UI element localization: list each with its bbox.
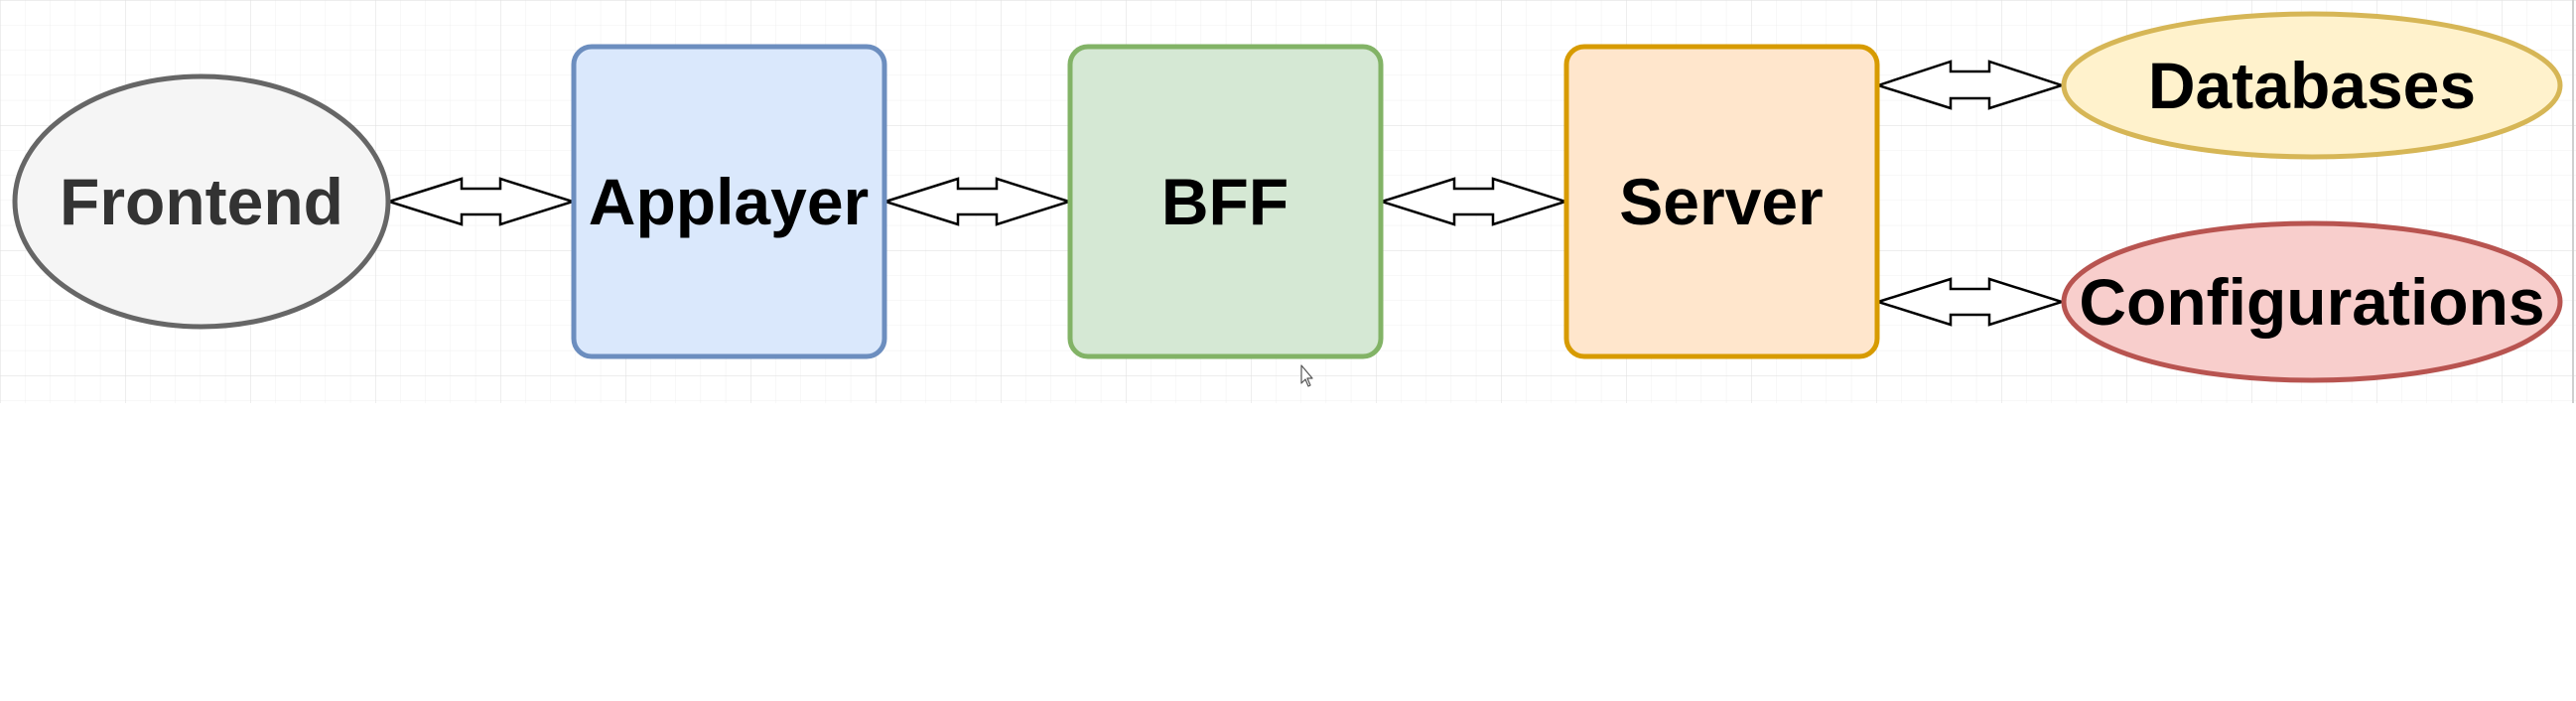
node-server[interactable]: Server: [1563, 44, 1880, 359]
edges-group: [384, 60, 2067, 327]
frontend-label: Frontend: [60, 165, 343, 238]
databases-label: Databases: [2148, 49, 2476, 122]
bff-shape: [1067, 44, 1384, 359]
node-configurations[interactable]: Configurations: [2061, 220, 2563, 383]
configurations-label: Configurations: [2079, 265, 2544, 339]
server-shape: [1563, 44, 1880, 359]
databases-shape: [2061, 11, 2563, 160]
node-databases[interactable]: Databases: [2061, 11, 2563, 160]
node-frontend[interactable]: Frontend: [12, 73, 391, 330]
node-bff[interactable]: BFF: [1067, 44, 1384, 359]
server-label: Server: [1619, 165, 1824, 238]
bff-label: BFF: [1161, 165, 1288, 238]
mouse-pointer-icon: [1300, 364, 1313, 387]
frontend-shape: [12, 73, 391, 330]
applayer-shape: [571, 44, 887, 359]
configurations-shape: [2061, 220, 2563, 383]
applayer-label: Applayer: [589, 165, 869, 238]
node-applayer[interactable]: Applayer: [571, 44, 887, 359]
